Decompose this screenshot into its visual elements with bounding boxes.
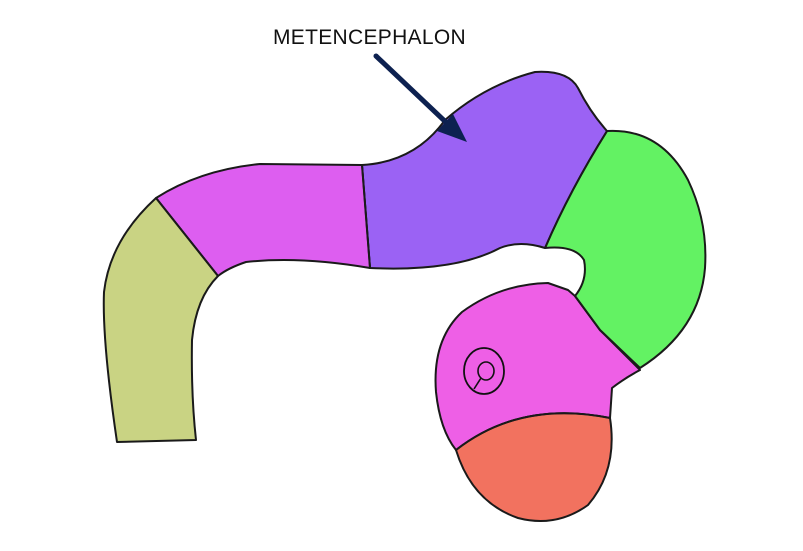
divider-pink-green: [574, 295, 641, 369]
region-pink: [434, 282, 641, 451]
divider-pink-salmon: [455, 412, 611, 451]
region-magenta: [155, 163, 371, 277]
divider-purple-green: [544, 130, 608, 249]
label-metencephalon: METENCEPHALON: [273, 26, 466, 49]
optic-cup-inner: [477, 361, 495, 381]
region-purple: [361, 70, 608, 270]
divider-olive-magenta: [155, 197, 219, 277]
arrow-shaft: [373, 53, 455, 131]
arrow-head: [437, 114, 467, 142]
region-olive: [102, 197, 219, 443]
optic-cup-outer: [463, 347, 505, 395]
optic-stalk: [473, 377, 482, 390]
divider-magenta-purple: [361, 164, 371, 269]
